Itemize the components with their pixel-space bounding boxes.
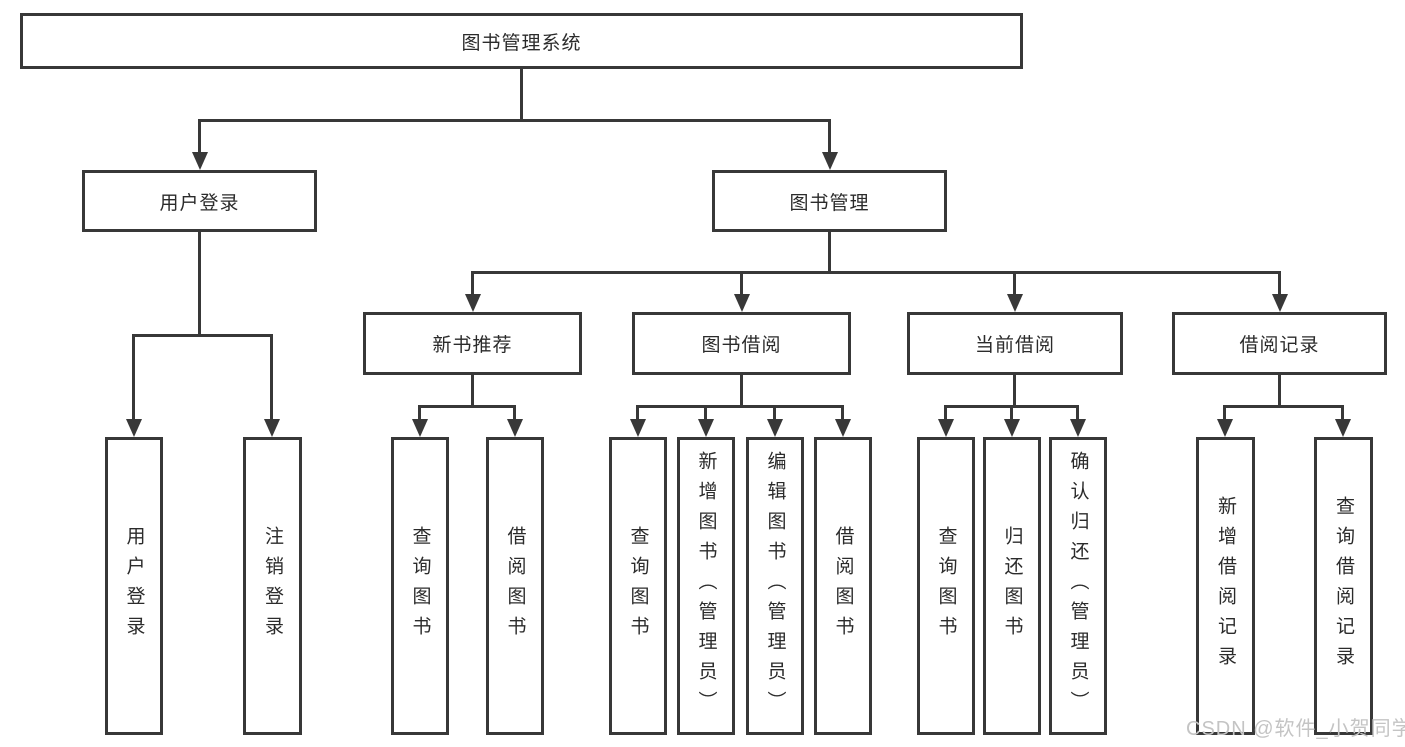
leaf-label: 查询图书 (409, 526, 431, 646)
edge-current-borrowing-stem (1013, 375, 1016, 406)
node-label: 图书管理 (789, 192, 870, 214)
edge-book-management-branch (471, 271, 1281, 274)
edge-arrow-to-user-login (191, 119, 208, 170)
edge-arrow-leaf (697, 405, 714, 437)
node-book-management: 图书管理 (712, 170, 947, 232)
edge-root-stem (520, 69, 523, 120)
edge-arrow-leaf (1334, 405, 1351, 437)
leaf-label: 用户登录 (123, 526, 145, 646)
edge-arrow-leaf (766, 405, 783, 437)
edge-arrow-leaf (1069, 405, 1086, 437)
edge-arrow-to-leaf-user-login (125, 334, 142, 437)
leaf-label: 编辑图书（管理员） (764, 451, 786, 721)
edge-arrow-to-leaf-logout (263, 334, 280, 437)
leaf-label: 新增图书（管理员） (695, 451, 717, 721)
edge-arrow-to-book-borrowing (733, 271, 750, 312)
node-label: 图书借阅 (701, 335, 782, 356)
leaf-label: 新增借阅记录 (1215, 496, 1236, 676)
edge-arrow-leaf (411, 405, 428, 437)
leaf-borrow-books-recommend: 借阅图书 (486, 437, 544, 735)
edge-arrow-leaf (834, 405, 851, 437)
edge-borrow-records-branch (1223, 405, 1344, 408)
leaf-query-borrow-record: 查询借阅记录 (1314, 437, 1373, 735)
edge-arrow-leaf (1216, 405, 1233, 437)
edge-book-borrowing-branch (636, 405, 844, 408)
leaf-label: 归还图书 (1001, 526, 1023, 646)
leaf-logout: 注销登录 (243, 437, 302, 735)
leaf-label: 注销登录 (262, 526, 283, 646)
node-borrow-records: 借阅记录 (1172, 312, 1387, 375)
leaf-label: 确认归还（管理员） (1067, 451, 1089, 721)
leaf-label: 查询图书 (627, 526, 649, 646)
edge-arrow-leaf (937, 405, 954, 437)
edge-user-login-branch (132, 334, 273, 337)
node-label: 图书管理系统 (461, 32, 582, 54)
edge-arrow-leaf (506, 405, 523, 437)
leaf-label: 借阅图书 (832, 526, 854, 646)
leaf-add-borrow-record: 新增借阅记录 (1196, 437, 1255, 735)
node-book-borrowing: 图书借阅 (632, 312, 851, 375)
edge-borrow-records-stem (1278, 375, 1281, 406)
node-current-borrowing: 当前借阅 (907, 312, 1123, 375)
edge-root-branch (198, 119, 831, 122)
leaf-label: 查询借阅记录 (1333, 496, 1354, 676)
edge-arrow-leaf (629, 405, 646, 437)
node-library-management-system: 图书管理系统 (20, 13, 1023, 69)
leaf-label: 借阅图书 (504, 526, 526, 646)
leaf-query-books-recommend: 查询图书 (391, 437, 449, 735)
leaf-label: 查询图书 (935, 526, 957, 646)
edge-arrow-to-new-book-recommend (464, 271, 481, 312)
node-label: 用户登录 (159, 192, 240, 214)
leaf-borrow-books-borrowing: 借阅图书 (814, 437, 872, 735)
edge-arrow-leaf (1003, 405, 1020, 437)
edge-arrow-to-current-borrowing (1006, 271, 1023, 312)
node-label: 新书推荐 (432, 335, 513, 356)
edge-book-management-stem (828, 232, 831, 272)
node-label: 当前借阅 (974, 335, 1055, 356)
leaf-return-books: 归还图书 (983, 437, 1041, 735)
leaf-query-books-borrowing: 查询图书 (609, 437, 667, 735)
edge-arrow-to-book-management (821, 119, 838, 170)
leaf-confirm-return-admin: 确认归还（管理员） (1049, 437, 1107, 735)
edge-book-borrowing-stem (740, 375, 743, 406)
edge-new-book-recommend-branch (418, 405, 516, 408)
edge-new-book-recommend-stem (471, 375, 474, 406)
leaf-user-login: 用户登录 (105, 437, 163, 735)
leaf-query-books-current: 查询图书 (917, 437, 975, 735)
leaf-edit-book-admin: 编辑图书（管理员） (746, 437, 804, 735)
csdn-watermark: CSDN @软件_小贺同学 (1186, 718, 1405, 740)
edge-arrow-to-borrow-records (1271, 271, 1288, 312)
node-user-login: 用户登录 (82, 170, 317, 232)
leaf-add-book-admin: 新增图书（管理员） (677, 437, 735, 735)
node-label: 借阅记录 (1239, 335, 1320, 356)
node-new-book-recommend: 新书推荐 (363, 312, 582, 375)
edge-user-login-stem (198, 232, 201, 335)
